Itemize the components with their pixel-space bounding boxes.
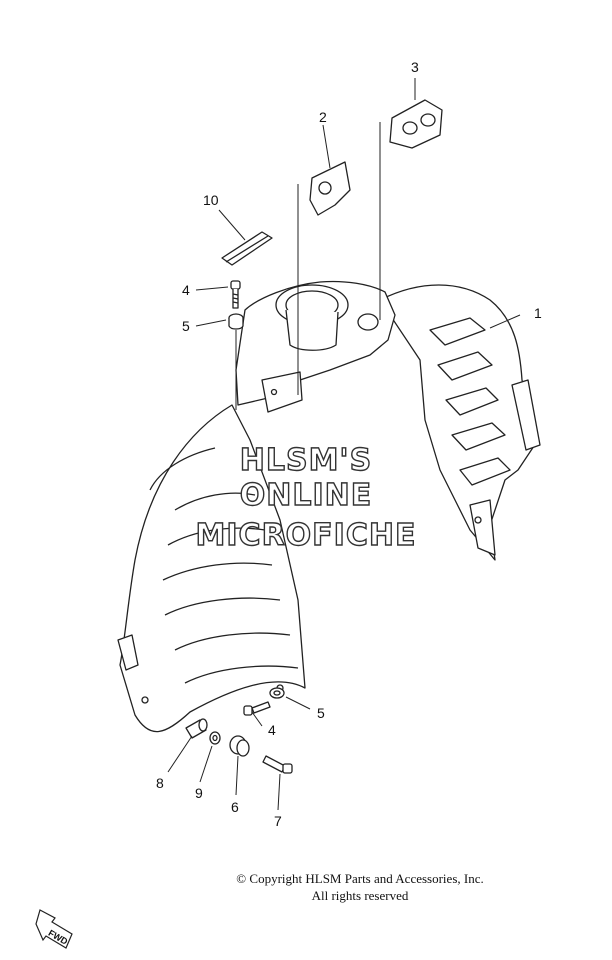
grommet-part-5-upper [228,313,244,330]
rights-reserved-line: All rights reserved [311,888,409,903]
bolt-part-7 [262,755,293,774]
svg-text:HLSM'S: HLSM'S [240,443,372,478]
copyright-line: © Copyright HLSM Parts and Accessories, … [236,871,484,886]
callout-5-lower: 5 [317,705,325,721]
screw-part-4-lower [243,701,271,716]
callout-2: 2 [319,109,327,125]
callout-3: 3 [411,59,419,75]
callout-6: 6 [231,799,239,815]
fwd-arrow-icon: FWD [35,909,73,949]
watermark: HLSM'S ONLINE MICROFICHE [195,442,417,553]
callout-4-upper: 4 [182,282,190,298]
callout-8: 8 [156,775,164,791]
svg-text:MICROFICHE: MICROFICHE [196,518,417,553]
callout-9: 9 [195,785,203,801]
svg-text:ONLINE: ONLINE [240,478,373,513]
callout-10: 10 [203,192,219,208]
callout-1: 1 [534,305,542,321]
screw-part-4-upper [230,280,241,309]
grommet-part-6 [229,735,250,757]
collar-part-8 [185,718,208,739]
callout-5-upper: 5 [182,318,190,334]
callout-7: 7 [274,813,282,829]
grommet-part-5-lower [269,687,285,699]
washer-part-9 [209,731,221,745]
callout-4-lower: 4 [268,722,276,738]
leg-shield-part [117,280,541,733]
